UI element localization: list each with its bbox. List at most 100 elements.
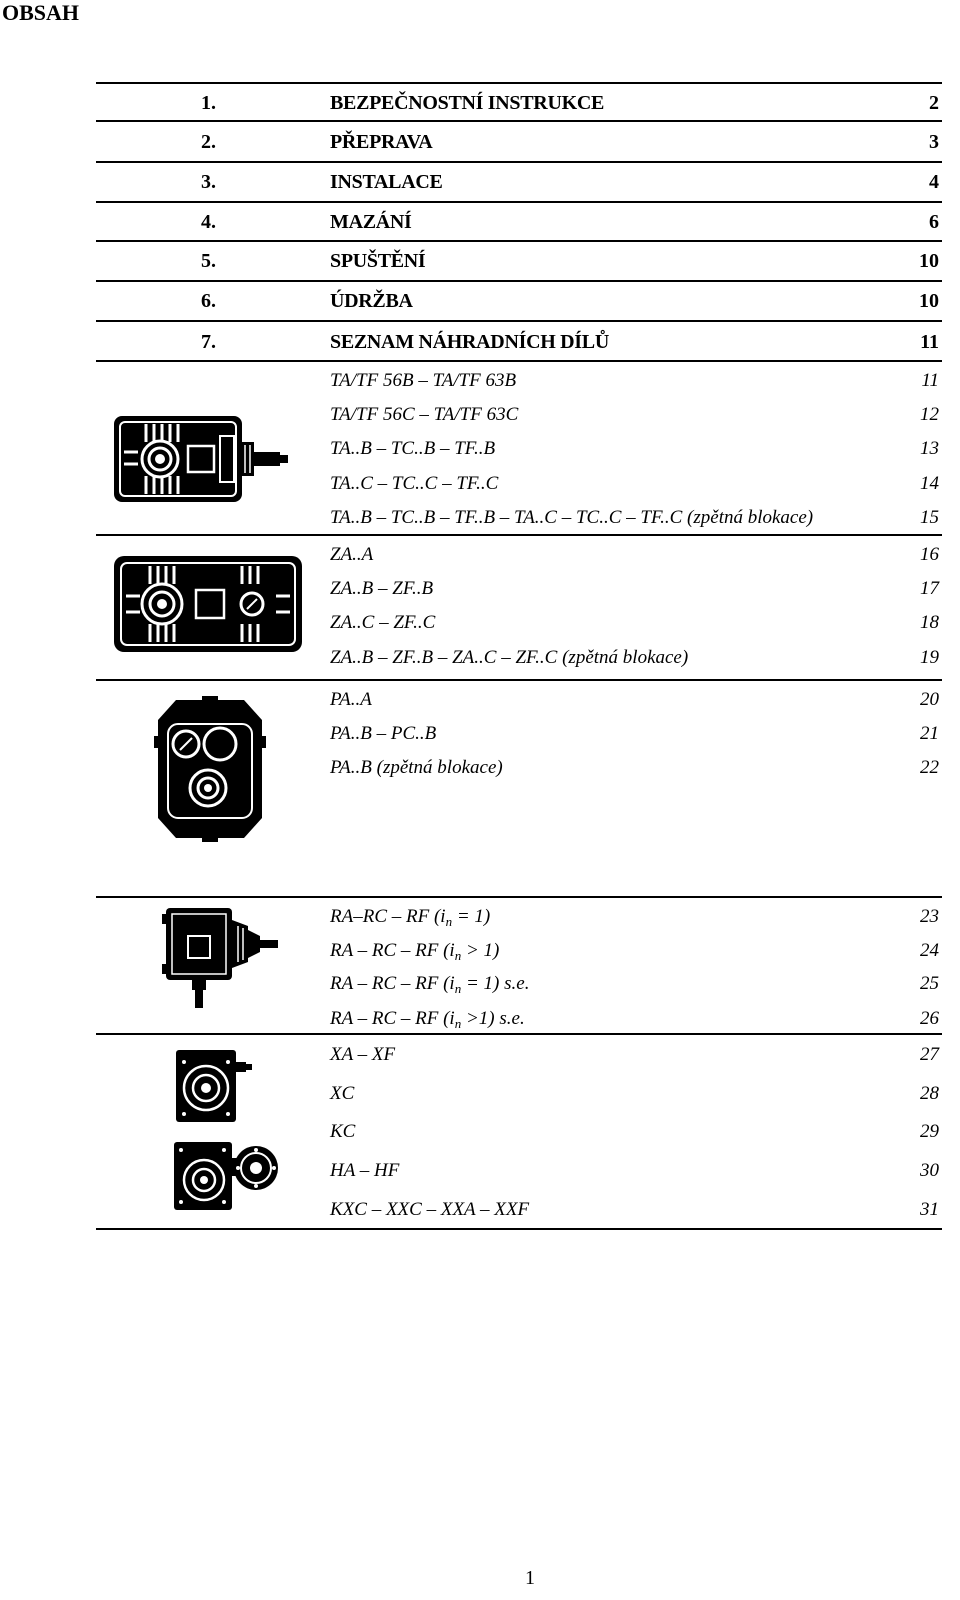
toc-subentry[interactable]: PA..A 20 (0, 685, 960, 715)
entry-page: 2 (929, 92, 939, 114)
subentry-title: XC (330, 1083, 355, 1104)
toc-subentry[interactable]: KC 29 (0, 1117, 960, 1147)
subentry-page: 30 (920, 1160, 939, 1181)
entry-page: 11 (920, 331, 939, 353)
toc-subentry[interactable]: TA/TF 56C – TA/TF 63C 12 (0, 400, 960, 430)
subentry-page: 27 (920, 1044, 939, 1065)
subentry-page: 16 (920, 544, 939, 565)
entry-page: 6 (929, 211, 939, 233)
entry-title: INSTALACE (330, 171, 443, 193)
subentry-title: ZA..B – ZF..B (330, 578, 434, 599)
entry-page: 4 (929, 171, 939, 193)
gearbox-p-icon (154, 696, 266, 842)
toc-subentry[interactable]: RA–RC – RF (in = 1) 23 (0, 902, 960, 932)
toc-subentry[interactable]: PA..B – PC..B 21 (0, 719, 960, 749)
toc-entry[interactable]: 3. INSTALACE 4 (0, 167, 960, 197)
gearbox-t-icon (114, 416, 288, 502)
subentry-title: HA – HF (330, 1160, 400, 1181)
subentry-page: 24 (920, 940, 939, 961)
entry-title: MAZÁNÍ (330, 211, 412, 233)
entry-number: 3. (201, 171, 216, 193)
subentry-page: 12 (920, 404, 939, 425)
subentry-title: KC (330, 1121, 356, 1142)
page-title: OBSAH (2, 0, 80, 25)
toc-subentry[interactable]: TA..B – TC..B – TF..B – TA..C – TC..C – … (0, 503, 960, 533)
entry-page: 3 (929, 131, 939, 153)
divider (96, 534, 942, 536)
entry-title: SPUŠTĚNÍ (330, 250, 426, 272)
divider (96, 1228, 942, 1230)
subentry-page: 19 (920, 647, 939, 668)
toc-subentry[interactable]: TA/TF 56B – TA/TF 63B 11 (0, 366, 960, 396)
subentry-title: XA – XF (330, 1044, 396, 1065)
entry-title: SEZNAM NÁHRADNÍCH DÍLŮ (330, 331, 609, 353)
subentry-title: TA..C – TC..C – TF..C (330, 473, 499, 494)
subentry-page: 26 (920, 1008, 939, 1029)
divider (96, 320, 942, 322)
toc-subentry[interactable]: RA – RC – RF (in = 1) s.e. 25 (0, 969, 960, 999)
toc-subentry[interactable]: PA..B (zpětná blokace) 22 (0, 753, 960, 783)
subentry-title: RA – RC – RF (in >1) s.e. (330, 1008, 525, 1031)
toc-subentry[interactable]: TA..B – TC..B – TF..B 13 (0, 434, 960, 464)
toc-subentry[interactable]: TA..C – TC..C – TF..C 14 (0, 469, 960, 499)
toc-subentry[interactable]: XA – XF 27 (0, 1040, 960, 1070)
subentry-page: 11 (921, 370, 939, 391)
subentry-page: 18 (920, 612, 939, 633)
toc-subentry[interactable]: ZA..B – ZF..B – ZA..C – ZF..C (zpětná bl… (0, 643, 960, 673)
divider (96, 240, 942, 242)
toc-subentry[interactable]: XC 28 (0, 1079, 960, 1109)
toc-entry[interactable]: 6. ÚDRŽBA 10 (0, 286, 960, 316)
toc-subentry[interactable]: HA – HF 30 (0, 1156, 960, 1186)
divider (96, 120, 942, 122)
subentry-page: 21 (920, 723, 939, 744)
subentry-page: 17 (920, 578, 939, 599)
subentry-title: RA – RC – RF (in = 1) s.e. (330, 973, 530, 996)
entry-title: BEZPEČNOSTNÍ INSTRUKCE (330, 92, 605, 114)
subentry-page: 22 (920, 757, 939, 778)
toc-entry[interactable]: 4. MAZÁNÍ 6 (0, 207, 960, 237)
subentry-title: ZA..A (330, 544, 374, 565)
gearbox-x-icon (176, 1050, 252, 1122)
toc-entry[interactable]: 5. SPUŠTĚNÍ 10 (0, 246, 960, 276)
subentry-page: 14 (920, 473, 939, 494)
subentry-title: RA – RC – RF (in > 1) (330, 940, 500, 963)
divider (96, 679, 942, 681)
toc-subentry[interactable]: RA – RC – RF (in >1) s.e. 26 (0, 1004, 960, 1034)
gearbox-r-icon (162, 908, 278, 1008)
toc-subentry[interactable]: ZA..A 16 (0, 540, 960, 570)
subentry-page: 23 (920, 906, 939, 927)
entry-title: PŘEPRAVA (330, 131, 433, 153)
entry-number: 5. (201, 250, 216, 272)
toc-subentry[interactable]: KXC – XXC – XXA – XXF 31 (0, 1195, 960, 1225)
entry-page: 10 (919, 250, 939, 272)
toc-subentry[interactable]: ZA..C – ZF..C 18 (0, 608, 960, 638)
entry-number: 1. (201, 92, 216, 114)
entry-page: 10 (919, 290, 939, 312)
subentry-page: 25 (920, 973, 939, 994)
subentry-page: 13 (920, 438, 939, 459)
subentry-page: 28 (920, 1083, 939, 1104)
divider (96, 360, 942, 362)
subentry-page: 15 (920, 507, 939, 528)
divider (96, 896, 942, 898)
subentry-page: 20 (920, 689, 939, 710)
divider (96, 82, 942, 84)
toc-entry[interactable]: 1. BEZPEČNOSTNÍ INSTRUKCE 2 (0, 88, 960, 118)
subentry-title: TA/TF 56B – TA/TF 63B (330, 370, 517, 391)
subentry-title: PA..B – PC..B (330, 723, 437, 744)
toc-subentry[interactable]: RA – RC – RF (in > 1) 24 (0, 936, 960, 966)
toc-entry[interactable]: 7. SEZNAM NÁHRADNÍCH DÍLŮ 11 (0, 327, 960, 357)
subentry-page: 31 (920, 1199, 939, 1220)
entry-number: 2. (201, 131, 216, 153)
entry-title: ÚDRŽBA (330, 290, 413, 312)
divider (96, 280, 942, 282)
subentry-title: PA..A (330, 689, 372, 710)
entry-number: 4. (201, 211, 216, 233)
entry-number: 6. (201, 290, 216, 312)
subentry-title: TA..B – TC..B – TF..B – TA..C – TC..C – … (330, 507, 814, 528)
subentry-title: RA–RC – RF (in = 1) (330, 906, 491, 929)
entry-number: 7. (201, 331, 216, 353)
toc-subentry[interactable]: ZA..B – ZF..B 17 (0, 574, 960, 604)
toc-entry[interactable]: 2. PŘEPRAVA 3 (0, 127, 960, 157)
divider (96, 161, 942, 163)
